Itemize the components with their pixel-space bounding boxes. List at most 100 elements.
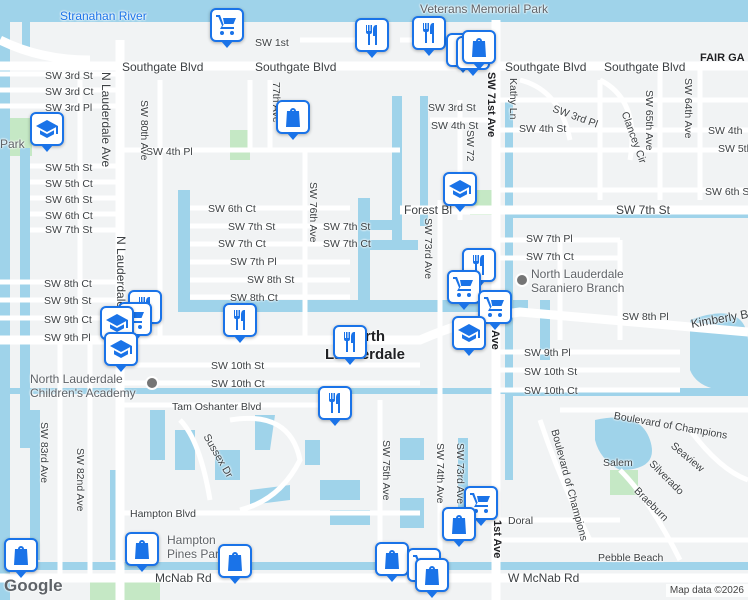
map-pin-shopping-bag[interactable] bbox=[415, 558, 449, 598]
sw-71st-ave-label-1: SW 71st Ave bbox=[485, 72, 497, 138]
school-icon bbox=[109, 337, 133, 361]
stranahan-river-label: Stranahan River bbox=[60, 9, 147, 23]
sw-3rd-ct-label: SW 3rd Ct bbox=[45, 86, 94, 98]
sw-9th-st-label: SW 9th St bbox=[44, 295, 92, 307]
sw-7th-pl-label: SW 7th Pl bbox=[230, 256, 277, 268]
map-pin-shopping-bag[interactable] bbox=[375, 542, 409, 582]
sw-8th-st-label: SW 8th St bbox=[247, 274, 295, 286]
sw-5th-st-label: SW 5th St bbox=[45, 162, 93, 174]
sw-7th-st-label-1: SW 7th St bbox=[228, 221, 276, 233]
sw-71st-ave-label-2: 1st Ave bbox=[491, 520, 503, 559]
map-pin-shopping-bag[interactable] bbox=[125, 532, 159, 572]
restaurant-icon bbox=[323, 391, 347, 415]
sw-6th-ct-label-left: SW 6th Ct bbox=[45, 210, 93, 222]
sw-3rd-pl-label: SW 3rd Pl bbox=[45, 102, 93, 114]
restaurant-icon bbox=[360, 23, 384, 47]
map-pin-shopping-bag[interactable] bbox=[442, 507, 476, 547]
shopping-bag-icon bbox=[9, 543, 33, 567]
kathy-ln-label: Kathy Ln bbox=[507, 78, 519, 120]
map-pin-school[interactable] bbox=[452, 316, 486, 356]
map-pin-shopping-bag[interactable] bbox=[218, 544, 252, 584]
southgate-blvd-label-3: Southgate Blvd bbox=[505, 60, 587, 74]
park-label: Park bbox=[0, 137, 25, 151]
map-pin-shopping-cart[interactable] bbox=[447, 270, 481, 310]
sw-6th-st-label-right: SW 6th St bbox=[705, 186, 748, 198]
salem-label: Salem bbox=[603, 457, 633, 469]
hampton-blvd-label: Hampton Blvd bbox=[130, 508, 196, 520]
shopping-cart-icon bbox=[483, 295, 507, 319]
fair-ga-label: FAIR GA bbox=[700, 52, 745, 64]
sw-64th-ave-label: SW 64th Ave bbox=[682, 78, 694, 139]
roads bbox=[0, 20, 748, 600]
sw-5th-label-right: SW 5th bbox=[718, 143, 748, 155]
map-pin-restaurant[interactable] bbox=[412, 16, 446, 56]
shopping-bag-icon bbox=[447, 512, 471, 536]
n-lauderdale-ave-label-1: N Lauderdale Ave bbox=[99, 72, 113, 168]
school-icon bbox=[35, 117, 59, 141]
map-pin-restaurant[interactable] bbox=[333, 325, 367, 365]
sw-80th-ave-label: SW 80th Ave bbox=[138, 100, 150, 161]
academy-poi-marker[interactable] bbox=[145, 376, 159, 390]
doral-label: Doral bbox=[508, 515, 534, 527]
sw-4th-label-right-3: SW 4th bbox=[708, 125, 743, 137]
hampton-park-label-1: Hampton bbox=[167, 533, 216, 547]
sw-83rd-ave-label: SW 83rd Ave bbox=[38, 422, 50, 484]
map-pin-school[interactable] bbox=[443, 172, 477, 212]
sw-9th-pl-label-right: SW 9th Pl bbox=[524, 347, 571, 359]
sw-7th-st-label-left: SW 7th St bbox=[45, 224, 93, 236]
map-pin-school[interactable] bbox=[30, 112, 64, 152]
sw-65th-ave-label: SW 65th Ave bbox=[643, 90, 655, 151]
tam-oshanter-label: Tam Oshanter Blvd bbox=[172, 401, 262, 413]
sw-7th-pl-label-right: SW 7th Pl bbox=[526, 233, 573, 245]
sw-71st-ave-label-3: Ave bbox=[489, 330, 501, 350]
shopping-bag-icon bbox=[420, 563, 444, 587]
map-pin-restaurant[interactable] bbox=[318, 386, 352, 426]
sw-9th-ct-label: SW 9th Ct bbox=[44, 314, 92, 326]
map-pin-shopping-bag[interactable] bbox=[462, 30, 496, 70]
sw-76th-ave-label: SW 76th Ave bbox=[307, 182, 319, 243]
sw-4th-st-label-right-1: SW 4th St bbox=[431, 120, 479, 132]
sw-9th-pl-label: SW 9th Pl bbox=[44, 332, 91, 344]
library-label-1: North Lauderdale bbox=[531, 267, 624, 281]
restaurant-icon bbox=[228, 308, 252, 332]
childrens-academy-label-1: North Lauderdale bbox=[30, 372, 123, 386]
sw-7th-st-label-2: SW 7th St bbox=[323, 221, 371, 233]
sw-7th-st-label-right: SW 7th St bbox=[616, 203, 671, 217]
map-pin-shopping-bag[interactable] bbox=[276, 100, 310, 140]
w-mcnab-rd-label: W McNab Rd bbox=[508, 571, 580, 585]
shopping-cart-icon bbox=[215, 13, 239, 37]
sw-72nd-ave-label: SW 72 bbox=[464, 130, 476, 162]
shopping-bag-icon bbox=[467, 35, 491, 59]
sw-7th-ct-label-1: SW 7th Ct bbox=[218, 238, 266, 250]
sw-73rd-ave-label-1: SW 73rd Ave bbox=[422, 218, 434, 280]
school-icon bbox=[457, 321, 481, 345]
mcnab-rd-label: McNab Rd bbox=[155, 571, 212, 585]
southgate-blvd-label-4: Southgate Blvd bbox=[604, 60, 686, 74]
sw-10th-st-label: SW 10th St bbox=[211, 360, 265, 372]
sw-8th-ct-label-left: SW 8th Ct bbox=[44, 278, 92, 290]
map-pin-shopping-bag[interactable] bbox=[4, 538, 38, 578]
sw-8th-ct-label: SW 8th Ct bbox=[230, 292, 278, 304]
pebble-beach-label: Pebble Beach bbox=[598, 552, 664, 564]
sw-1st-label: SW 1st bbox=[255, 37, 289, 49]
sw-6th-st-label: SW 6th St bbox=[45, 194, 93, 206]
sw-8th-pl-label-right: SW 8th Pl bbox=[622, 311, 669, 323]
southgate-blvd-label-2: Southgate Blvd bbox=[255, 60, 337, 74]
shopping-cart-icon bbox=[469, 491, 493, 515]
map-pin-shopping-cart[interactable] bbox=[210, 8, 244, 48]
restaurant-icon bbox=[338, 330, 362, 354]
restaurant-icon bbox=[417, 21, 441, 45]
map-pin-restaurant[interactable] bbox=[223, 303, 257, 343]
sw-4th-pl-label: SW 4th Pl bbox=[146, 146, 193, 158]
sw-7th-ct-label-2: SW 7th Ct bbox=[323, 238, 371, 250]
map-pin-school[interactable] bbox=[104, 332, 138, 372]
sw-75th-ave-label: SW 75th Ave bbox=[380, 440, 392, 501]
map-pin-restaurant[interactable] bbox=[355, 18, 389, 58]
sw-3rd-st-label-right: SW 3rd St bbox=[428, 102, 476, 114]
shopping-bag-icon bbox=[380, 547, 404, 571]
map-attribution[interactable]: Map data ©2026 bbox=[665, 584, 748, 597]
google-logo: Google bbox=[4, 576, 63, 595]
library-poi-marker[interactable] bbox=[515, 273, 529, 287]
childrens-academy-label-2: Children's Academy bbox=[30, 386, 136, 400]
